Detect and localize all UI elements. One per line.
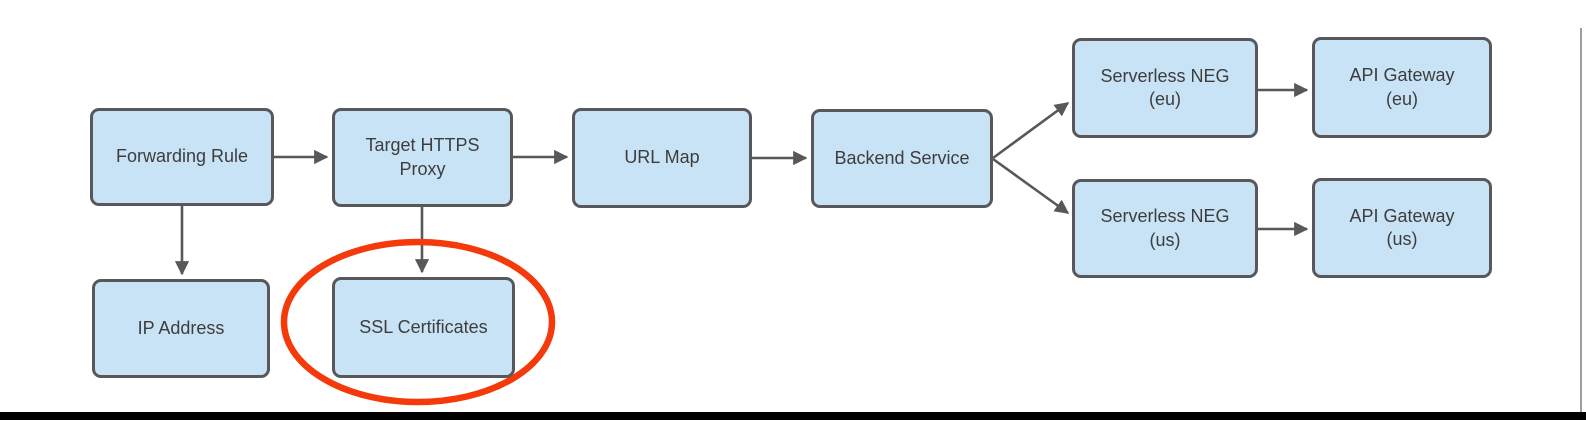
node-api-gateway-eu: API Gateway (eu) <box>1312 37 1492 138</box>
node-backend-service: Backend Service <box>811 109 993 208</box>
node-ip-address-label: IP Address <box>137 317 225 338</box>
node-api-gateway-us: API Gateway (us) <box>1312 178 1492 278</box>
node-backend-service-label: Backend Service <box>834 147 970 168</box>
node-target-https-proxy-label: Target HTTPS Proxy <box>365 135 480 179</box>
node-url-map-label: URL Map <box>624 147 700 168</box>
window-edge-line <box>1580 28 1582 412</box>
node-url-map: URL Map <box>572 108 752 208</box>
node-serverless-neg-eu: Serverless NEG (eu) <box>1072 38 1258 138</box>
node-api-gateway-eu-label: API Gateway (eu) <box>1349 65 1455 109</box>
node-forwarding-rule: Forwarding Rule <box>90 108 274 206</box>
edge-backend-service-to-serverless-neg-us <box>992 157 1070 215</box>
bottom-black-bar <box>0 412 1586 420</box>
node-target-https-proxy: Target HTTPS Proxy <box>332 108 513 207</box>
node-serverless-neg-us-label: Serverless NEG (us) <box>1100 206 1230 250</box>
node-serverless-neg-eu-label: Serverless NEG (eu) <box>1100 65 1230 109</box>
node-forwarding-rule-label: Forwarding Rule <box>115 146 249 167</box>
node-ssl-certificates-label: SSL Certificates <box>359 316 488 337</box>
node-ssl-certificates: SSL Certificates <box>332 277 515 378</box>
node-ip-address: IP Address <box>92 279 270 378</box>
edge-backend-service-to-serverless-neg-eu <box>992 101 1070 160</box>
node-serverless-neg-us: Serverless NEG (us) <box>1072 179 1258 278</box>
node-api-gateway-us-label: API Gateway (us) <box>1349 205 1455 249</box>
